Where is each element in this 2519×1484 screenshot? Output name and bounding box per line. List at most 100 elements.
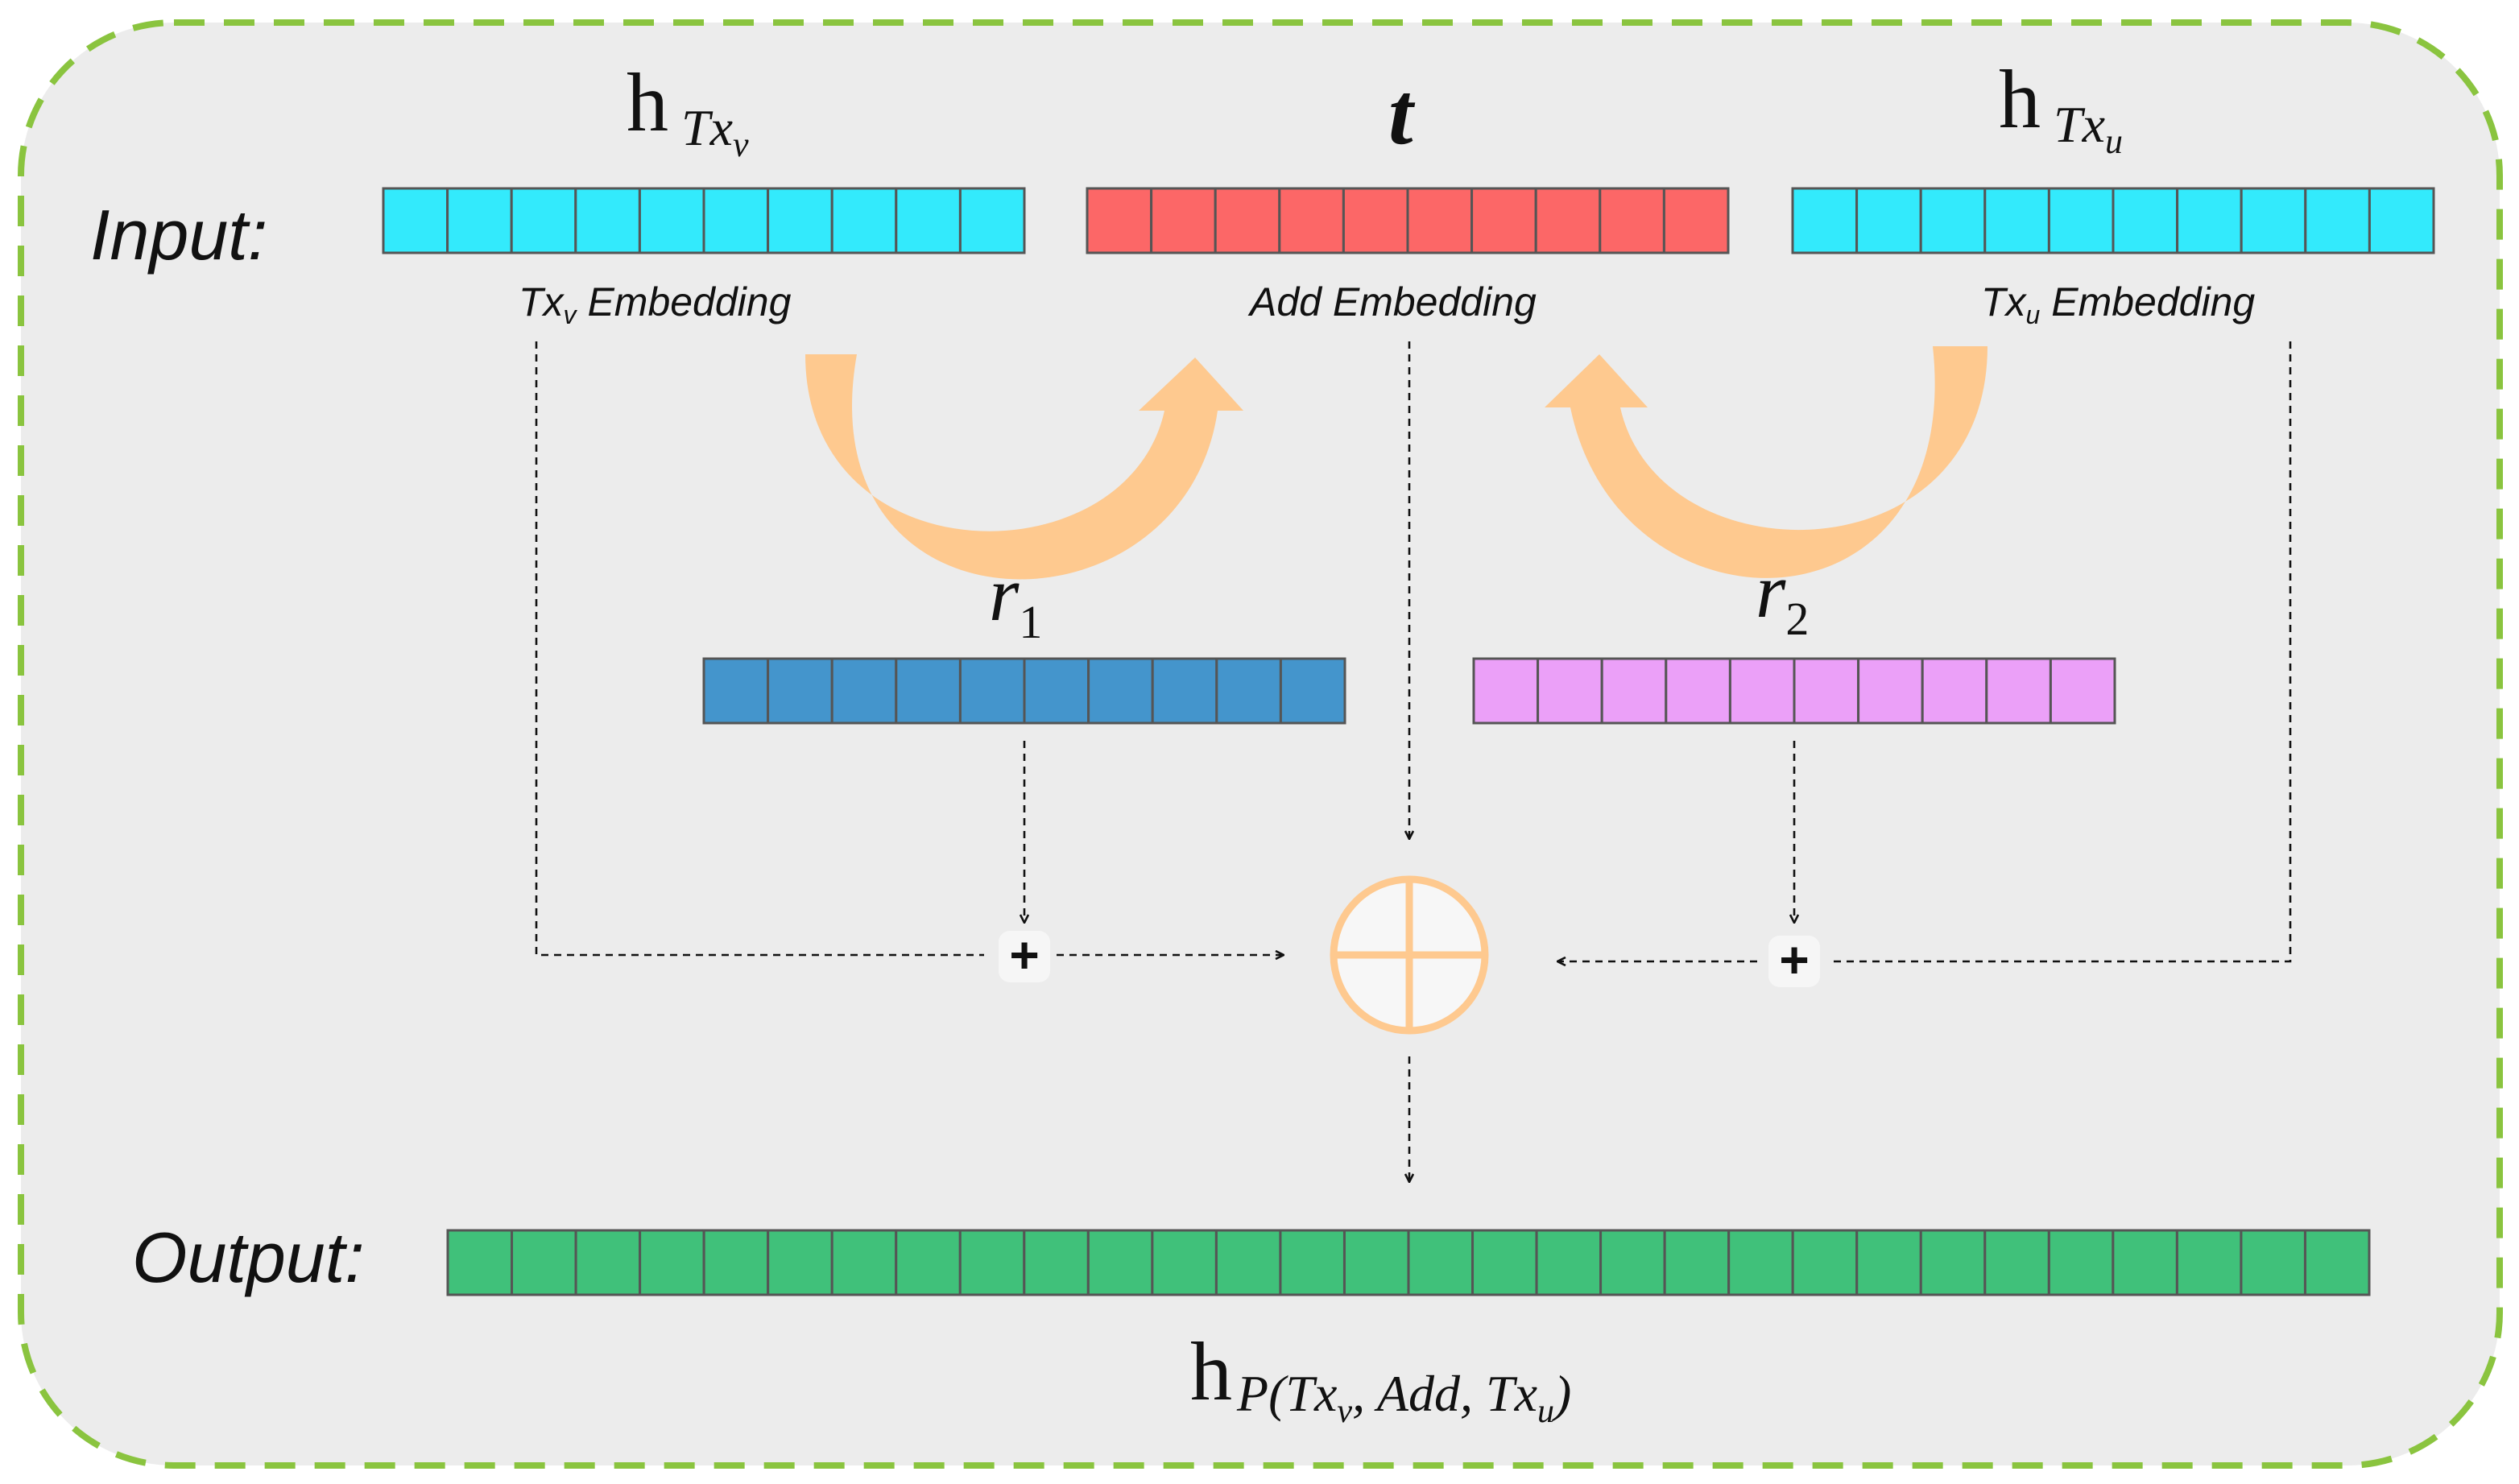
svg-text:+: + — [1009, 926, 1039, 984]
vector-cell — [510, 187, 577, 254]
vector-cell — [1342, 187, 1409, 254]
vector-cell — [2112, 187, 2179, 254]
vector-cell — [1599, 187, 1665, 254]
svg-text:+: + — [1779, 931, 1809, 989]
vector-cell — [638, 187, 705, 254]
vector-cell — [511, 1229, 577, 1296]
vector-cell — [1279, 657, 1346, 725]
txu-embedding-vector — [1791, 187, 2435, 254]
vector-cell — [1857, 657, 1924, 725]
vector-cell — [1472, 657, 1540, 725]
vector-cell — [958, 657, 1026, 725]
vector-cell — [1023, 1229, 1090, 1296]
vector-cell — [1151, 657, 1218, 725]
right-plus-node: + — [1768, 931, 1820, 989]
output-symbol: hP(Txv, Add, Txu) — [1190, 1325, 1571, 1430]
vector-cell — [1791, 187, 1859, 254]
vector-cell — [767, 1229, 833, 1296]
vector-cell — [2304, 187, 2371, 254]
vector-cell — [1151, 1229, 1218, 1296]
output-vector — [446, 1229, 2371, 1296]
txv-embedding-vector — [382, 187, 1026, 254]
vector-cell — [2240, 1229, 2306, 1296]
vector-cell — [574, 1229, 642, 1296]
vector-cell — [574, 187, 641, 254]
vector-cell — [1662, 187, 1730, 254]
vector-cell — [1728, 657, 1796, 725]
vector-cell — [1534, 187, 1602, 254]
r2-vector — [1472, 657, 2116, 725]
vector-cell — [958, 187, 1026, 254]
vector-cell — [2303, 1229, 2371, 1296]
vector-cell — [446, 187, 513, 254]
vector-cell — [1279, 1229, 1346, 1296]
vector-cell — [1919, 1229, 1987, 1296]
merge-circle-plus-icon — [1330, 875, 1489, 1035]
dashed-connectors — [535, 341, 2292, 1182]
add-embedding-vector — [1086, 187, 1730, 254]
vector-cell — [2175, 1229, 2243, 1296]
vector-cell — [1086, 1229, 1154, 1296]
vector-cell — [1342, 1229, 1410, 1296]
right-curved-arrow — [1545, 346, 1987, 578]
txv-embedding-caption: Txv Embedding — [519, 279, 792, 329]
vector-cell — [1921, 657, 1988, 725]
vector-cell — [1663, 1229, 1731, 1296]
vector-cell — [2047, 1229, 2115, 1296]
panel-background — [18, 19, 2503, 1469]
vector-cell — [830, 1229, 898, 1296]
left-plus-node: + — [999, 926, 1050, 984]
vector-cell — [1537, 657, 1603, 725]
vector-cell — [1023, 657, 1090, 725]
vector-cell — [2112, 1229, 2178, 1296]
vector-cell — [1600, 657, 1668, 725]
add-embedding-caption: Add Embedding — [1247, 279, 1537, 324]
vector-cell — [639, 1229, 705, 1296]
vector-cell — [1599, 1229, 1666, 1296]
txu-embedding-caption: Txu Embedding — [1981, 279, 2255, 329]
txu-to-plus-line — [1830, 341, 2292, 963]
vector-cell — [1214, 187, 1281, 254]
input-label: Input: — [90, 195, 267, 275]
vector-cell — [1919, 187, 1987, 254]
vector-cell — [1791, 1229, 1859, 1296]
vector-cell — [1855, 1229, 1922, 1296]
vector-cell — [702, 1229, 770, 1296]
vector-cell — [830, 187, 898, 254]
vector-cell — [1406, 187, 1474, 254]
vector-cell — [2047, 187, 2115, 254]
vector-cell — [895, 657, 962, 725]
vector-cell — [1983, 187, 2050, 254]
vector-cell — [767, 657, 833, 725]
vector-cell — [2176, 187, 2243, 254]
vector-cell — [830, 657, 898, 725]
vector-cell — [1086, 187, 1153, 254]
vector-cell — [1793, 657, 1860, 725]
vector-cell — [1407, 1229, 1475, 1296]
vector-cell — [2240, 187, 2307, 254]
vector-cell — [382, 187, 449, 254]
r1-vector — [702, 657, 1346, 725]
vector-cell — [1985, 657, 2052, 725]
r2-symbol: r2 — [1756, 548, 1809, 645]
vector-cell — [1214, 1229, 1282, 1296]
vector-cell — [702, 657, 770, 725]
vector-cell — [1278, 187, 1345, 254]
vector-cell — [1983, 1229, 2050, 1296]
vector-cell — [895, 187, 962, 254]
vector-cell — [702, 187, 770, 254]
vector-cell — [1215, 657, 1282, 725]
vector-cell — [1535, 1229, 1603, 1296]
t-symbol: t — [1388, 64, 1416, 163]
vector-cell — [1150, 187, 1217, 254]
vector-cell — [1471, 1229, 1538, 1296]
output-label: Output: — [132, 1217, 365, 1297]
r1-symbol: r1 — [989, 551, 1042, 648]
vector-cell — [446, 1229, 514, 1296]
left-curved-arrow — [805, 354, 1243, 580]
vector-cell — [2368, 187, 2435, 254]
vector-cell — [1470, 187, 1537, 254]
